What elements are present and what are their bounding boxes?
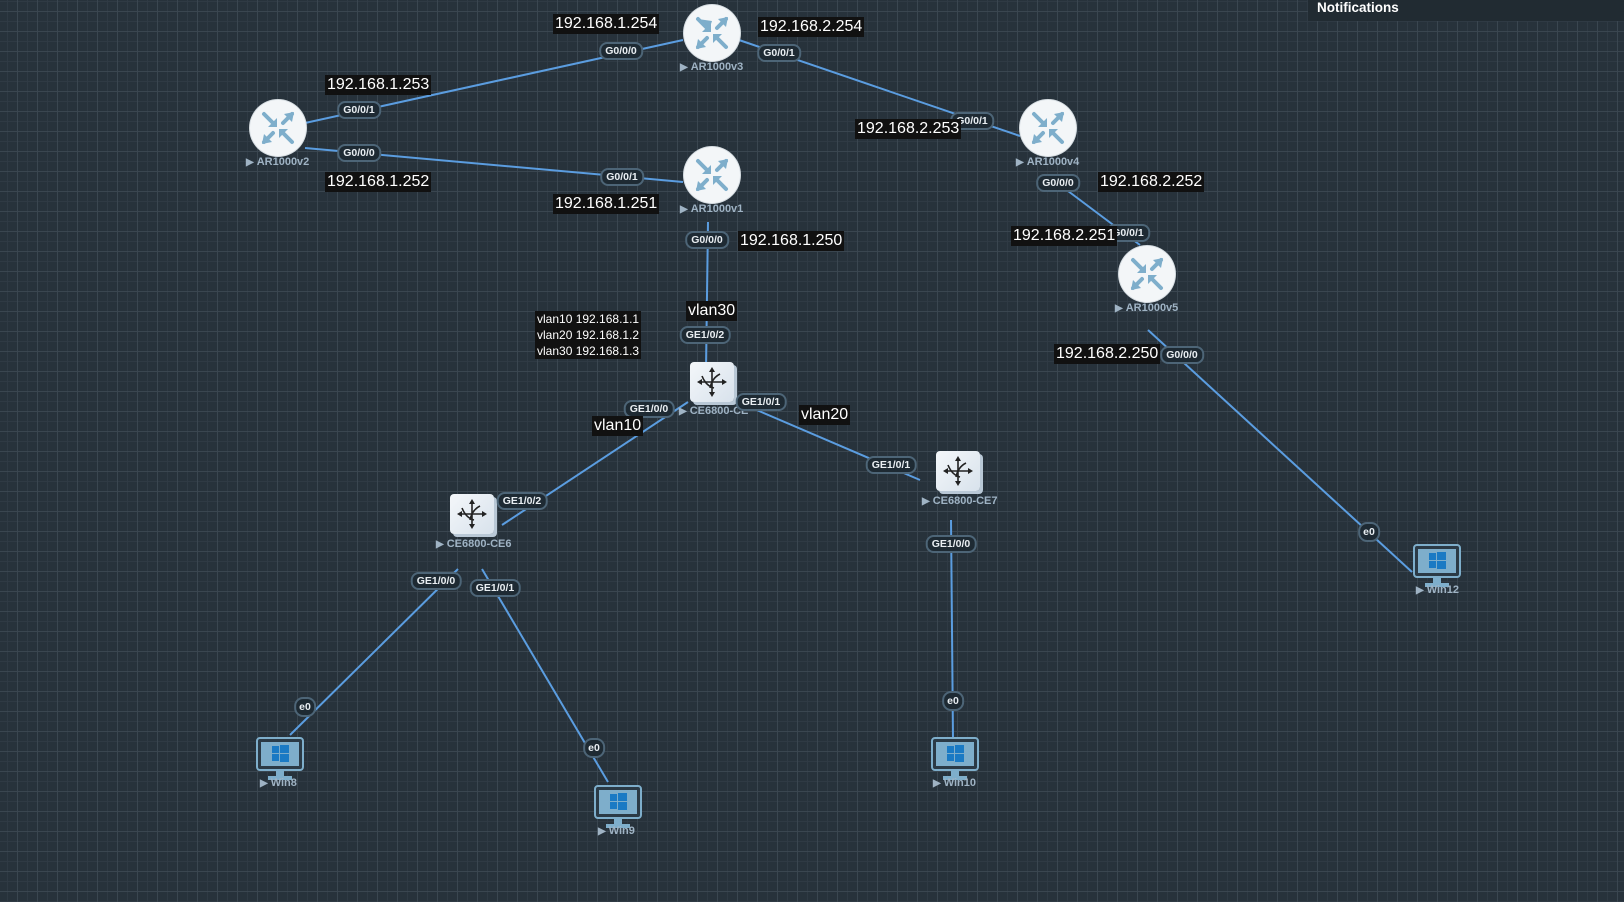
- ip-annotation[interactable]: 192.168.1.252: [325, 172, 432, 192]
- node-name: AR1000v3: [690, 61, 744, 73]
- node-label: ▶AR1000v4: [1016, 156, 1079, 168]
- node-name: Win12: [1426, 584, 1459, 596]
- port-label[interactable]: e0: [1358, 522, 1380, 542]
- node-name: CE6800-CE: [689, 405, 749, 417]
- port-label[interactable]: GE1/0/0: [925, 535, 977, 553]
- port-label[interactable]: G0/0/0: [599, 42, 643, 60]
- port-label[interactable]: e0: [583, 738, 605, 758]
- link-ce6-win8[interactable]: [289, 568, 459, 736]
- vlan-annotation[interactable]: vlan10: [592, 416, 644, 436]
- port-label[interactable]: GE1/0/0: [410, 572, 462, 590]
- node-label: ▶AR1000v3: [680, 61, 743, 73]
- ip-annotation[interactable]: 192.168.2.250: [1054, 344, 1161, 364]
- play-icon[interactable]: ▶: [246, 157, 254, 168]
- port-label[interactable]: G0/0/1: [337, 101, 381, 119]
- port-label[interactable]: G0/0/0: [337, 144, 381, 162]
- node-name: AR1000v2: [256, 156, 310, 168]
- node-label: ▶CE6800-CE6: [436, 538, 512, 550]
- ip-annotation[interactable]: 192.168.1.251: [553, 194, 660, 214]
- notifications-title: Notifications: [1317, 0, 1399, 15]
- ip-annotation[interactable]: 192.168.1.250: [738, 231, 845, 251]
- port-label[interactable]: GE1/0/1: [865, 456, 917, 474]
- play-icon[interactable]: ▶: [679, 406, 687, 417]
- port-label[interactable]: GE1/0/2: [679, 326, 731, 344]
- port-label[interactable]: GE1/0/0: [623, 400, 675, 418]
- ip-annotation[interactable]: 192.168.1.254: [553, 14, 660, 34]
- play-icon[interactable]: ▶: [436, 539, 444, 550]
- ip-annotation[interactable]: 192.168.2.251: [1011, 226, 1118, 246]
- node-name: CE6800-CE7: [932, 495, 998, 507]
- node-label: ▶Win9: [598, 825, 635, 837]
- node-label: ▶Win8: [260, 777, 297, 789]
- windows-pc-icon[interactable]: [930, 736, 980, 782]
- play-icon[interactable]: ▶: [1115, 303, 1123, 314]
- vlan-ip-annotation[interactable]: vlan10 192.168.1.1 vlan20 192.168.1.2 vl…: [535, 311, 642, 359]
- port-label[interactable]: GE1/0/1: [469, 579, 521, 597]
- switch-icon[interactable]: [450, 494, 494, 534]
- port-label[interactable]: G0/0/0: [1160, 346, 1204, 364]
- node-name: AR1000v4: [1026, 156, 1080, 168]
- router-icon[interactable]: [684, 147, 740, 203]
- router-icon[interactable]: [250, 100, 306, 156]
- play-icon[interactable]: ▶: [680, 204, 688, 215]
- notifications-panel[interactable]: Notifications: [1308, 0, 1624, 21]
- port-label[interactable]: G0/0/1: [600, 168, 644, 186]
- node-name: Win8: [270, 777, 297, 789]
- play-icon[interactable]: ▶: [598, 826, 606, 837]
- ip-annotation[interactable]: 192.168.2.254: [758, 17, 865, 37]
- windows-pc-icon[interactable]: [1412, 543, 1462, 589]
- port-label[interactable]: GE1/0/1: [735, 393, 787, 411]
- node-name: Win9: [608, 825, 635, 837]
- node-name: Win10: [943, 777, 976, 789]
- node-label: ▶Win12: [1416, 584, 1459, 596]
- router-icon[interactable]: [1020, 100, 1076, 156]
- play-icon[interactable]: ▶: [922, 496, 930, 507]
- switch-icon[interactable]: [690, 362, 734, 402]
- play-icon[interactable]: ▶: [933, 778, 941, 789]
- port-label[interactable]: G0/0/1: [757, 44, 801, 62]
- router-icon[interactable]: [1119, 246, 1175, 302]
- node-label: ▶CE6800-CE7: [922, 495, 998, 507]
- vlan-annotation[interactable]: vlan20: [799, 405, 851, 425]
- node-label: ▶Win10: [933, 777, 976, 789]
- windows-pc-icon[interactable]: [255, 736, 305, 782]
- play-icon[interactable]: ▶: [260, 778, 268, 789]
- play-icon[interactable]: ▶: [1016, 157, 1024, 168]
- vlan-annotation[interactable]: vlan30: [686, 301, 738, 321]
- port-label[interactable]: GE1/0/2: [496, 492, 548, 510]
- node-name: CE6800-CE6: [446, 538, 512, 550]
- router-icon[interactable]: [684, 5, 740, 61]
- play-icon[interactable]: ▶: [1416, 585, 1424, 596]
- node-name: AR1000v5: [1125, 302, 1179, 314]
- port-label[interactable]: G0/0/0: [1036, 174, 1080, 192]
- port-label[interactable]: e0: [294, 697, 316, 717]
- play-icon[interactable]: ▶: [680, 62, 688, 73]
- node-name: AR1000v1: [690, 203, 744, 215]
- switch-icon[interactable]: [936, 451, 980, 491]
- node-label: ▶AR1000v1: [680, 203, 743, 215]
- node-label: ▶CE6800-CE: [679, 405, 748, 417]
- node-label: ▶AR1000v5: [1115, 302, 1178, 314]
- port-label[interactable]: G0/0/0: [685, 231, 729, 249]
- ip-annotation[interactable]: 192.168.1.253: [325, 75, 432, 95]
- ip-annotation[interactable]: 192.168.2.253: [855, 119, 962, 139]
- ip-annotation[interactable]: 192.168.2.252: [1098, 172, 1205, 192]
- node-label: ▶AR1000v2: [246, 156, 309, 168]
- port-label[interactable]: e0: [942, 691, 964, 711]
- windows-pc-icon[interactable]: [593, 784, 643, 830]
